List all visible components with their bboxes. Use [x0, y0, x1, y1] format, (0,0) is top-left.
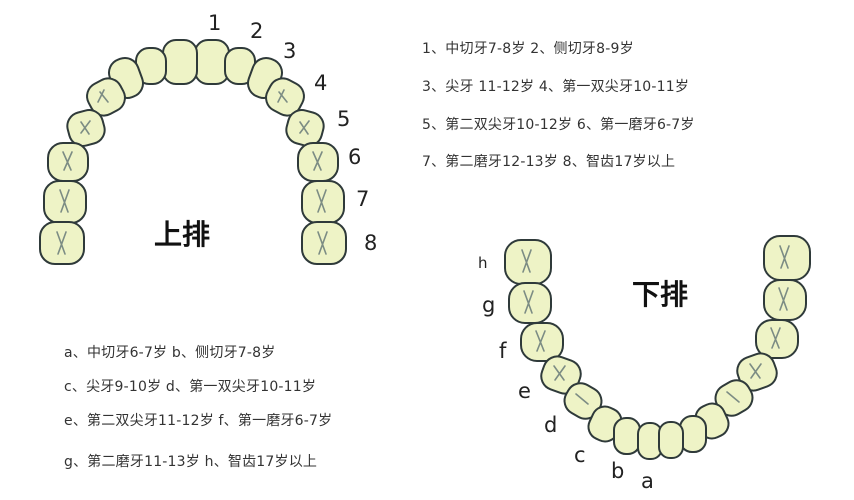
upper-num-2: 2 [250, 19, 263, 43]
upper-num-3: 3 [283, 39, 296, 63]
lower-tooth-b-left [613, 417, 641, 455]
upper-tooth-5-right [285, 109, 325, 147]
lower-tooth-f-right [755, 319, 799, 359]
upper-num-6: 6 [348, 145, 361, 169]
upper-legend-line-2: 3、尖牙 11-12岁 4、第一双尖牙10-11岁 [422, 79, 690, 95]
lower-letter-d: d [544, 413, 557, 437]
upper-title: 上排 [154, 218, 210, 251]
upper-arch: 1 2 3 4 5 6 7 8 上排 [39, 11, 377, 265]
upper-legend-line-4: 7、第二磨牙12-13岁 8、智齿17岁以上 [422, 154, 676, 170]
lower-tooth-a-right [658, 421, 684, 459]
upper-tooth-5-left [66, 109, 106, 147]
lower-legend-line-1: a、中切牙6-7岁 b、侧切牙7-8岁 [64, 345, 276, 361]
upper-legend-line-3: 5、第二双尖牙10-12岁 6、第一磨牙6-7岁 [422, 117, 695, 133]
upper-num-8: 8 [364, 231, 377, 255]
lower-tooth-e-right [736, 352, 778, 392]
lower-letter-c: c [574, 443, 586, 467]
lower-arch: h g f e d c b a 下排 [478, 235, 811, 493]
upper-tooth-4-right [265, 77, 305, 117]
lower-title: 下排 [632, 278, 688, 311]
lower-letter-b: b [611, 459, 624, 483]
lower-tooth-g-left [508, 282, 552, 324]
lower-letter-f: f [499, 339, 507, 363]
lower-letter-h: h [478, 254, 488, 272]
upper-tooth-1-left [162, 39, 198, 85]
lower-tooth-g-right [763, 279, 807, 321]
lower-letter-a: a [641, 469, 654, 493]
upper-num-4: 4 [314, 71, 327, 95]
lower-letter-e: e [518, 379, 531, 403]
lower-tooth-h-left [504, 239, 552, 285]
upper-tooth-4-left [86, 77, 126, 117]
lower-tooth-f-left [520, 322, 564, 362]
lower-legend-line-2: c、尖牙9-10岁 d、第一双尖牙10-11岁 [64, 379, 317, 395]
upper-tooth-7-right [301, 180, 345, 224]
upper-legend-line-1: 1、中切牙7-8岁 2、侧切牙8-9岁 [422, 41, 634, 57]
upper-num-7: 7 [356, 187, 369, 211]
lower-letter-g: g [482, 293, 495, 317]
lower-tooth-h-right [763, 235, 811, 281]
upper-num-1: 1 [208, 11, 221, 35]
lower-legend-line-3: e、第二双尖牙11-12岁 f、第一磨牙6-7岁 [64, 413, 333, 429]
upper-tooth-8-right [301, 221, 347, 265]
upper-num-5: 5 [337, 107, 350, 131]
upper-tooth-1-right [194, 39, 230, 85]
lower-legend-line-4: g、第二磨牙11-13岁 h、智齿17岁以上 [64, 454, 318, 470]
